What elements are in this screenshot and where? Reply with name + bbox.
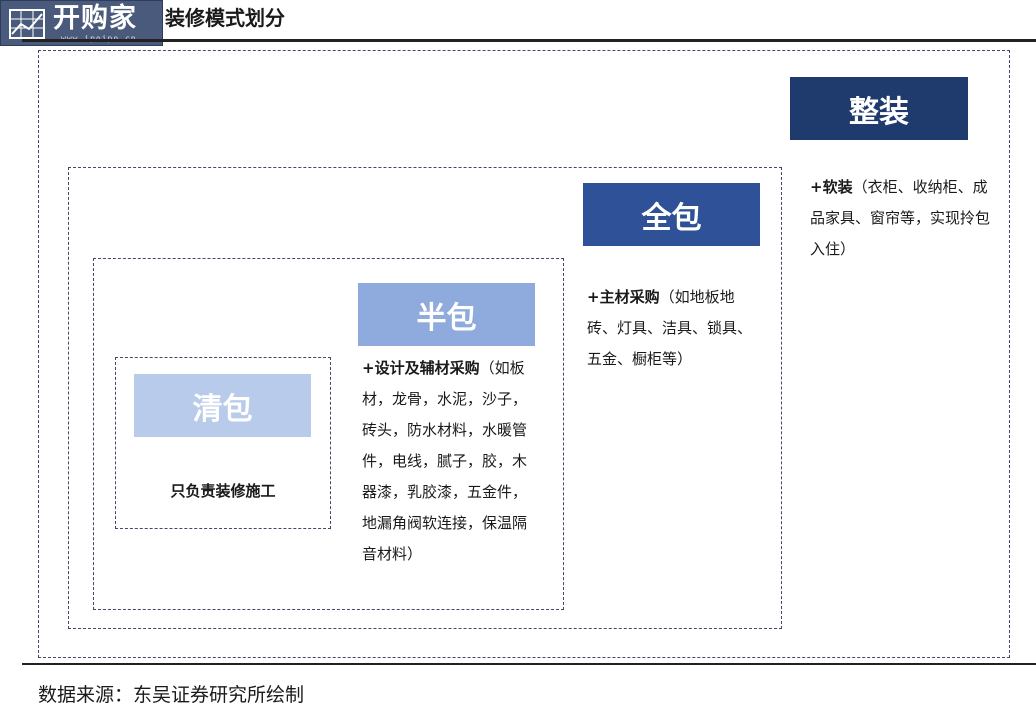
zhengzhuang-boundary: [38, 50, 1010, 658]
tier-lead: +主材采购: [587, 288, 660, 306]
tier-header-qingbao: 清包: [134, 374, 311, 437]
tier-desc-qingbao: 只负责装修施工: [170, 482, 276, 500]
tier-lead: +软装: [810, 178, 853, 196]
quanbao-boundary: [68, 167, 782, 629]
tier-desc-quanbao: +主材采购（如地板地砖、灯具、洁具、锁具、五金、橱柜等）: [587, 282, 763, 375]
banbao-boundary: [93, 258, 564, 610]
logo-url: www.ipoipo.cn: [61, 34, 137, 43]
top-rule: [22, 39, 1036, 42]
tier-detail: （如板材，龙骨，水泥，沙子，砖头，防水材料，水暖管件，电线，腻子，胶，木器漆，乳…: [362, 359, 528, 563]
tier-detail: （如地板地砖、灯具、洁具、锁具、五金、橱柜等）: [587, 288, 753, 368]
tier-detail: （衣柜、收纳柜、成品家具、窗帘等，实现拎包入住）: [810, 178, 991, 258]
house-chart-icon: [9, 9, 45, 39]
logo-text: 开购家: [53, 3, 137, 34]
qingbao-boundary: [115, 357, 331, 529]
tier-lead: +设计及辅材采购: [362, 359, 480, 377]
bottom-rule: [22, 663, 1036, 665]
figure-title: 装修模式划分: [165, 6, 285, 30]
tier-header-quanbao: 全包: [583, 183, 760, 246]
tier-desc-zhengzhuang: +软装（衣柜、收纳柜、成品家具、窗帘等，实现拎包入住）: [810, 172, 990, 265]
logo: 开购家 www.ipoipo.cn: [0, 0, 163, 46]
source-note: 数据来源：东吴证券研究所绘制: [38, 684, 305, 706]
tier-header-banbao: 半包: [358, 283, 535, 346]
tier-desc-banbao: +设计及辅材采购（如板材，龙骨，水泥，沙子，砖头，防水材料，水暖管件，电线，腻子…: [362, 353, 540, 570]
tier-header-zhengzhuang: 整装: [790, 77, 968, 140]
